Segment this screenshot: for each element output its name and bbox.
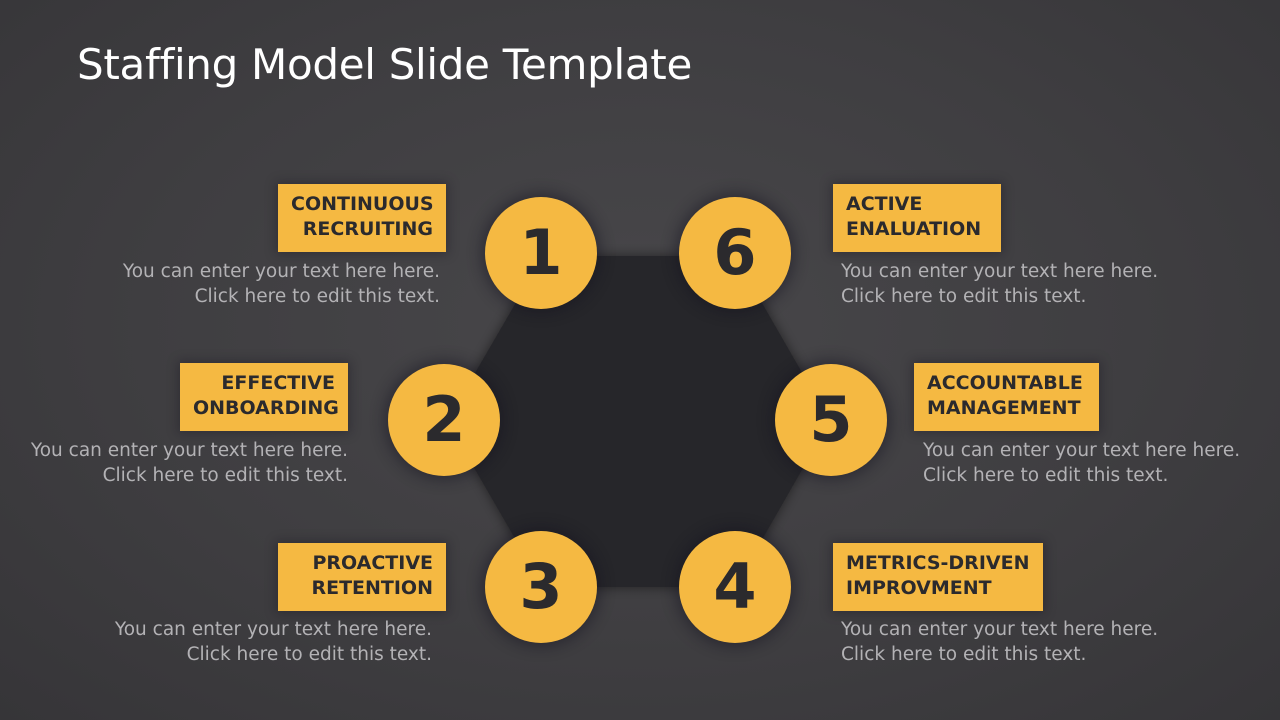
step-6-label-line2: ENALUATION bbox=[846, 218, 982, 240]
step-4-number-circle: 4 bbox=[679, 531, 791, 643]
step-1-number: 1 bbox=[519, 216, 563, 289]
hexagon-shape bbox=[447, 256, 830, 587]
slide-title: Staffing Model Slide Template bbox=[77, 40, 692, 89]
step-1-label: CONTINUOUS RECRUITING bbox=[278, 184, 446, 252]
step-5-desc-line1: You can enter your text here here. bbox=[923, 440, 1241, 461]
step-2-label-line2: ONBOARDING bbox=[193, 397, 339, 419]
step-5-label-line1: ACCOUNTABLE bbox=[927, 372, 1083, 394]
step-3-label-line2: RETENTION bbox=[311, 577, 433, 599]
step-4-description: You can enter your text here here. Click… bbox=[841, 617, 1158, 667]
step-5-description: You can enter your text here here. Click… bbox=[923, 438, 1240, 488]
step-4-label: METRICS-DRIVEN IMPROVMENT bbox=[833, 543, 1043, 611]
step-6-desc-line1: You can enter your text here here. bbox=[841, 261, 1159, 282]
step-5-label-line2: MANAGEMENT bbox=[927, 397, 1081, 419]
step-2-label: EFFECTIVE ONBOARDING bbox=[180, 363, 348, 431]
step-4-desc-line2: Click here to edit this text. bbox=[841, 644, 1087, 665]
step-1-number-circle: 1 bbox=[485, 197, 597, 309]
step-4-label-line2: IMPROVMENT bbox=[846, 577, 992, 599]
step-1-description: You can enter your text here here. Click… bbox=[123, 259, 440, 309]
step-2-number: 2 bbox=[422, 383, 466, 456]
step-1-desc-line2: Click here to edit this text. bbox=[194, 286, 440, 307]
step-2-desc-line1: You can enter your text here here. bbox=[30, 440, 348, 461]
step-6-number-circle: 6 bbox=[679, 197, 791, 309]
step-3-description: You can enter your text here here. Click… bbox=[115, 617, 432, 667]
step-1-desc-line1: You can enter your text here here. bbox=[122, 261, 440, 282]
step-6-number: 6 bbox=[713, 216, 757, 289]
step-2-desc-line2: Click here to edit this text. bbox=[102, 465, 348, 486]
step-4-number: 4 bbox=[713, 550, 757, 623]
step-6-label-line1: ACTIVE bbox=[846, 193, 923, 215]
step-5-number: 5 bbox=[809, 383, 853, 456]
step-3-desc-line1: You can enter your text here here. bbox=[114, 619, 432, 640]
step-6-label: ACTIVE ENALUATION bbox=[833, 184, 1001, 252]
step-5-label: ACCOUNTABLE MANAGEMENT bbox=[914, 363, 1099, 431]
step-3-label: PROACTIVE RETENTION bbox=[278, 543, 446, 611]
step-3-desc-line2: Click here to edit this text. bbox=[186, 644, 432, 665]
step-6-description: You can enter your text here here. Click… bbox=[841, 259, 1158, 309]
step-2-number-circle: 2 bbox=[388, 364, 500, 476]
step-1-label-line2: RECRUITING bbox=[302, 218, 433, 240]
step-3-label-line1: PROACTIVE bbox=[312, 552, 433, 574]
step-4-desc-line1: You can enter your text here here. bbox=[841, 619, 1159, 640]
step-5-desc-line2: Click here to edit this text. bbox=[923, 465, 1169, 486]
step-2-description: You can enter your text here here. Click… bbox=[31, 438, 348, 488]
step-4-label-line1: METRICS-DRIVEN bbox=[846, 552, 1030, 574]
step-3-number: 3 bbox=[519, 550, 563, 623]
step-5-number-circle: 5 bbox=[775, 364, 887, 476]
step-2-label-line1: EFFECTIVE bbox=[221, 372, 335, 394]
step-1-label-line1: CONTINUOUS bbox=[291, 193, 434, 215]
step-3-number-circle: 3 bbox=[485, 531, 597, 643]
step-6-desc-line2: Click here to edit this text. bbox=[841, 286, 1087, 307]
